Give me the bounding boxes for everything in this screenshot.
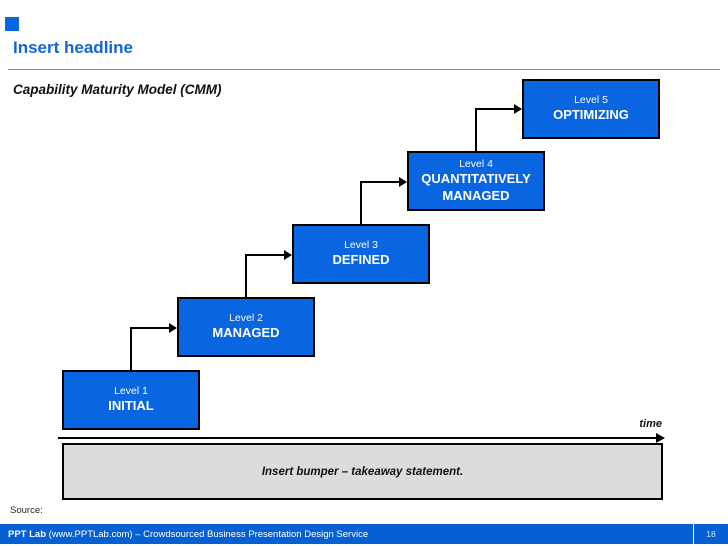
bumper-text: Insert bumper – takeaway statement.: [261, 465, 464, 478]
page-number: 18: [706, 529, 716, 539]
headline-placeholder: Insert headline: [13, 38, 133, 57]
level-box-1: Level 1 INITIAL: [62, 370, 200, 430]
arrowhead-icon: [399, 177, 407, 187]
arrowhead-icon: [169, 323, 177, 333]
level-name: INITIAL: [108, 398, 154, 414]
logo-square-icon: [5, 17, 19, 31]
footer-divider: [693, 524, 694, 544]
time-axis-line: [58, 437, 658, 439]
level-box-4: Level 4 QUANTITATIVELY MANAGED: [407, 151, 545, 211]
time-axis-arrowhead-icon: [656, 433, 665, 443]
footer-bar: PPT Lab (www.PPTLab.com) – Crowdsourced …: [0, 524, 728, 544]
level-name: DEFINED: [332, 252, 390, 268]
level-label: Level 3: [344, 239, 378, 252]
bumper-box: Insert bumper – takeaway statement.: [62, 443, 663, 500]
level-label: Level 5: [574, 94, 608, 107]
connector-level4-level5: [475, 108, 515, 110]
arrowhead-icon: [284, 250, 292, 260]
footer-brand-name: PPT Lab: [8, 528, 47, 540]
headline-divider: [8, 69, 720, 70]
footer-brand-tagline: (www.PPTLab.com) – Crowdsourced Business…: [46, 528, 369, 540]
level-label: Level 2: [229, 312, 263, 325]
source-label: Source:: [10, 505, 43, 516]
connector-level2-level3: [245, 254, 247, 297]
level-label: Level 1: [114, 385, 148, 398]
connector-level3-level4: [360, 181, 362, 224]
footer-brand: PPT Lab (www.PPTLab.com) – Crowdsourced …: [0, 529, 693, 540]
connector-level4-level5: [475, 108, 477, 151]
level-name: MANAGED: [212, 325, 280, 341]
arrowhead-icon: [514, 104, 522, 114]
diagram-title: Capability Maturity Model (CMM): [13, 82, 222, 97]
level-box-2: Level 2 MANAGED: [177, 297, 315, 357]
time-axis-label: time: [639, 418, 662, 430]
level-box-3: Level 3 DEFINED: [292, 224, 430, 284]
level-name: OPTIMIZING: [553, 107, 629, 123]
level-box-5: Level 5 OPTIMIZING: [522, 79, 660, 139]
connector-level3-level4: [360, 181, 400, 183]
level-label: Level 4: [459, 158, 493, 171]
connector-level1-level2: [130, 327, 170, 329]
level-name: QUANTITATIVELY MANAGED: [421, 171, 531, 203]
connector-level1-level2: [130, 327, 132, 370]
connector-level2-level3: [245, 254, 285, 256]
